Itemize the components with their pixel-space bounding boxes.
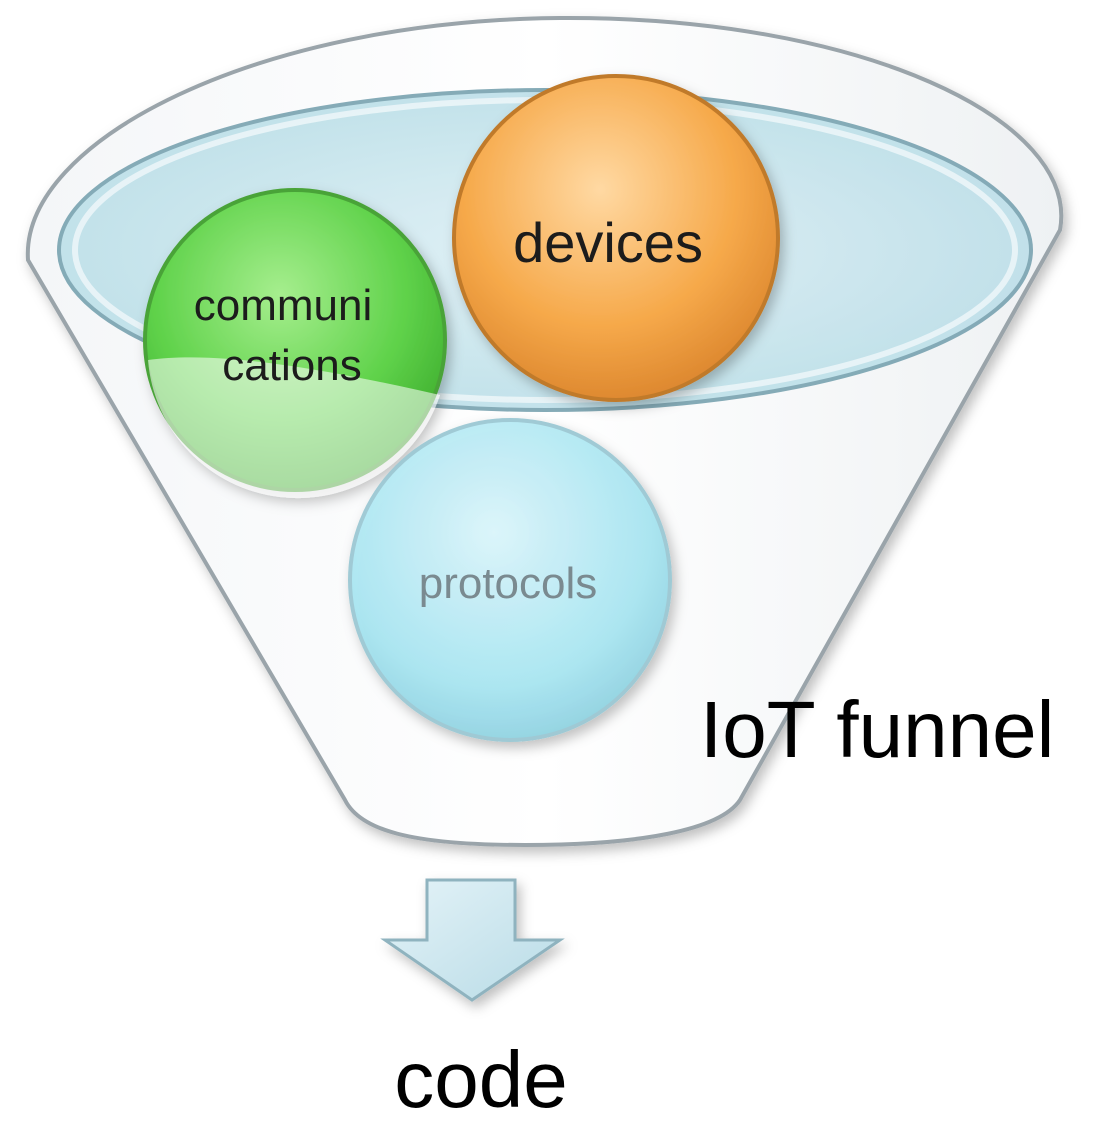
circle-protocols: protocols bbox=[348, 418, 672, 742]
circle-communications: communi cations bbox=[143, 188, 447, 499]
communications-label-line2: cations bbox=[222, 341, 361, 390]
output-label: code bbox=[394, 1035, 568, 1124]
diagram-title: IoT funnel bbox=[700, 685, 1055, 774]
down-arrow-icon bbox=[380, 878, 565, 1002]
communications-label-line1: communi bbox=[194, 281, 373, 330]
devices-label: devices bbox=[513, 211, 703, 274]
circle-devices: devices bbox=[452, 74, 780, 402]
protocols-label: protocols bbox=[419, 559, 598, 608]
